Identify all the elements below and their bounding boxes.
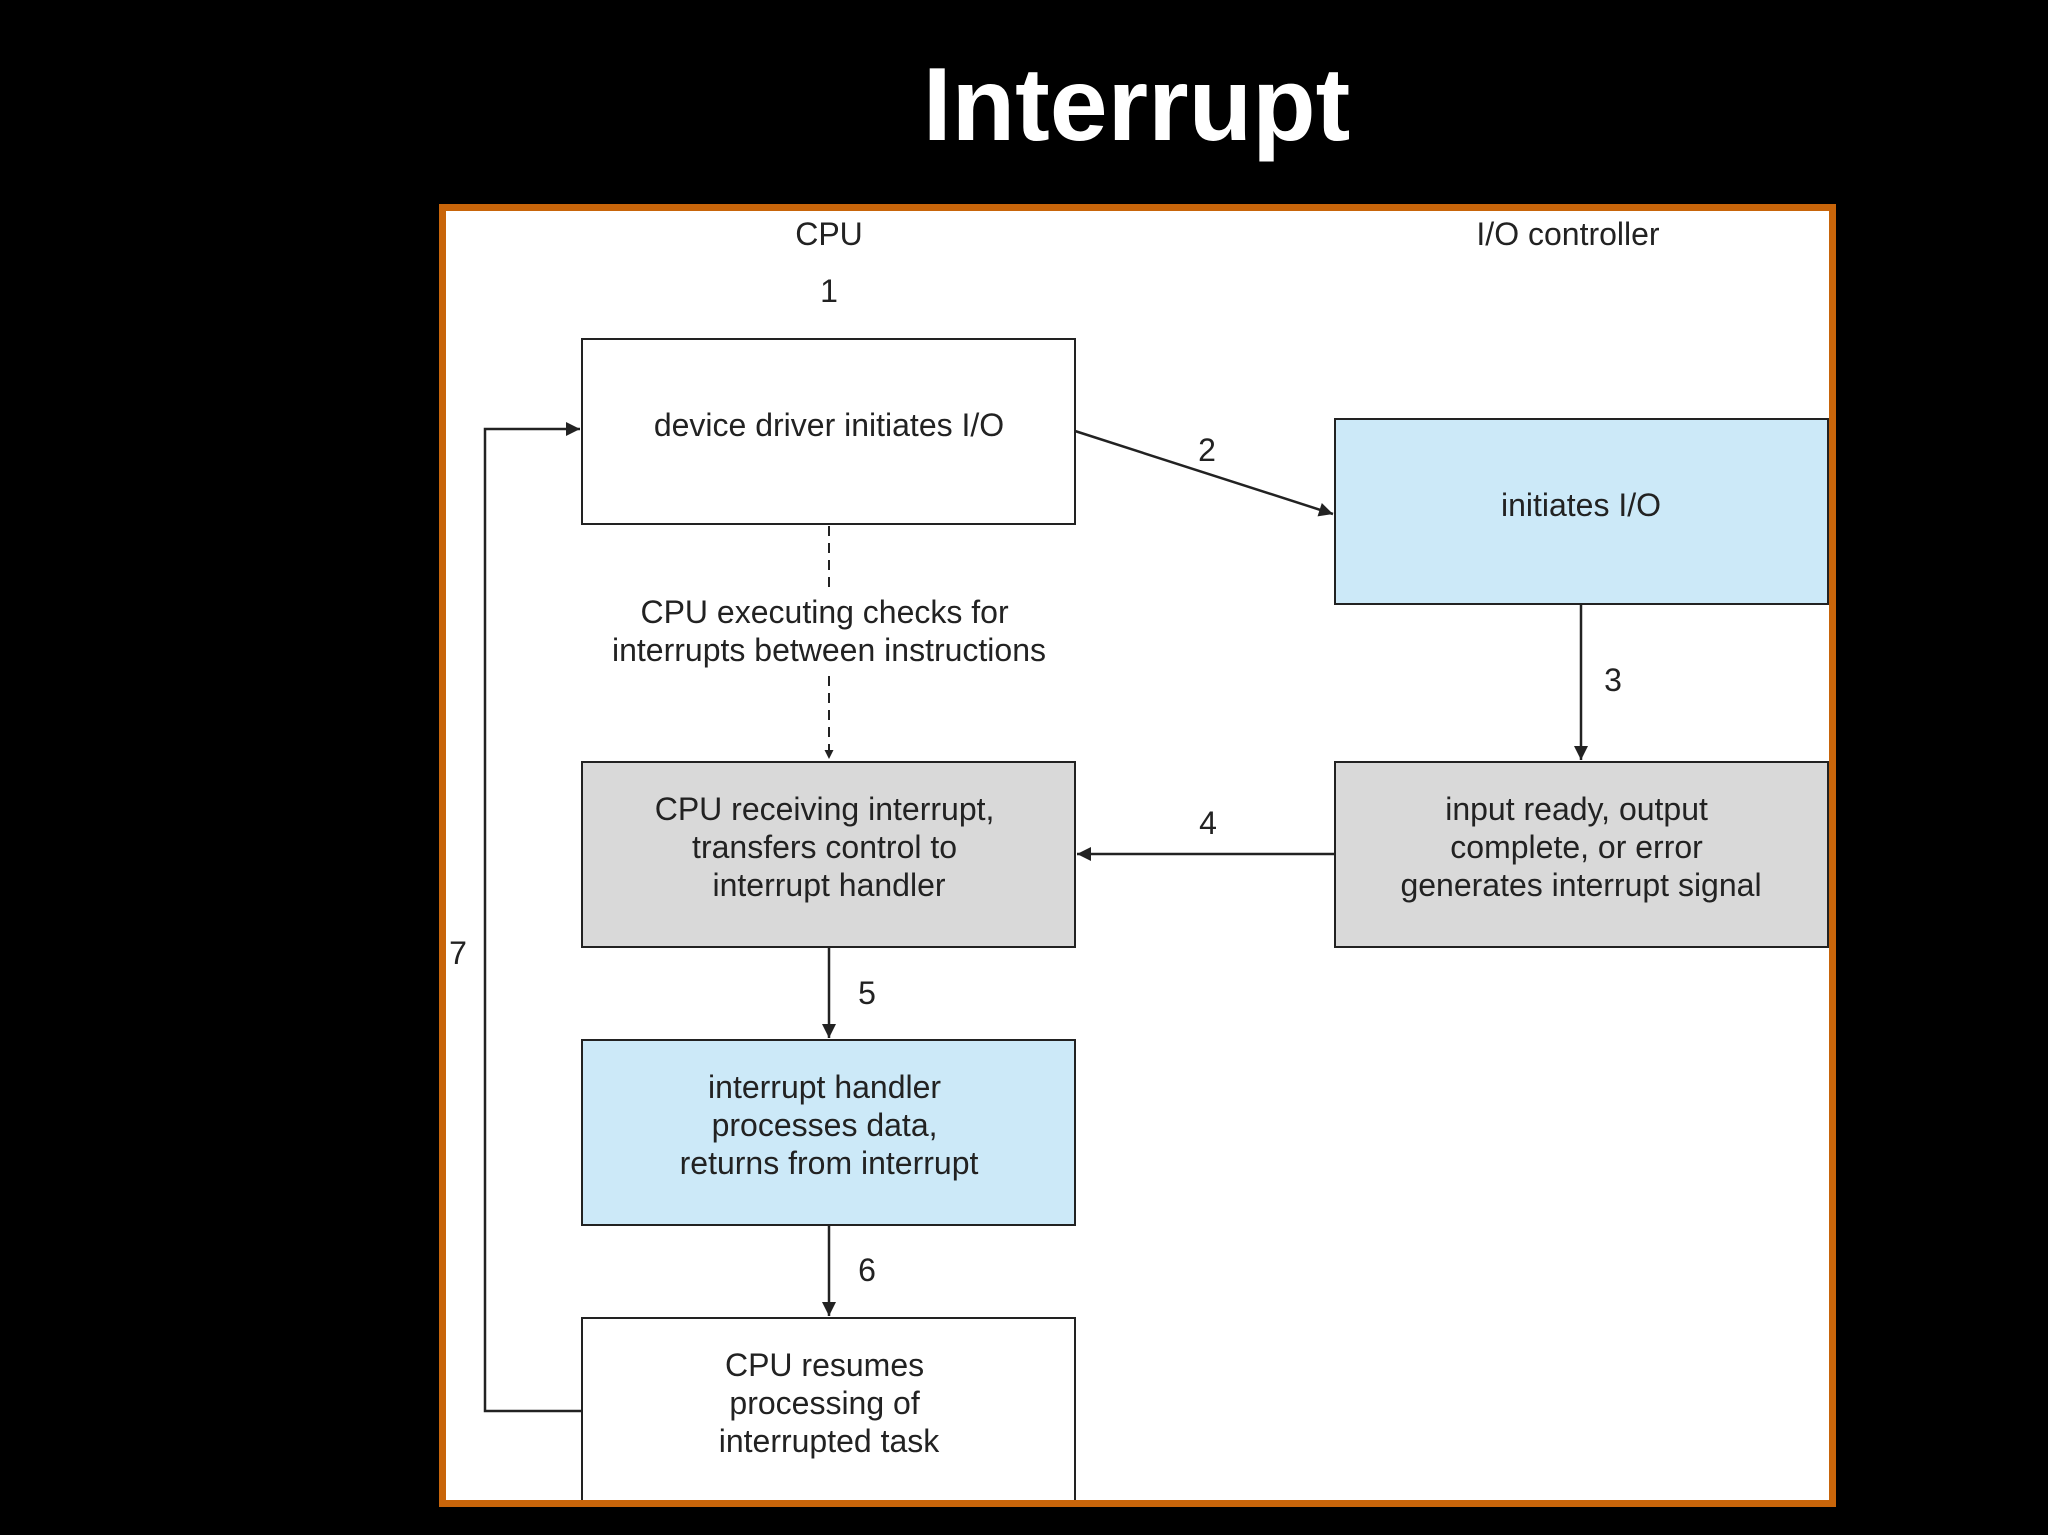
diagram-frame: CPU I/O controller 1 device driver initi… (439, 204, 1836, 1507)
cpu-executing-line-1: CPU executing checks for (640, 594, 1009, 630)
interrupt-handler-line-1: interrupt handler (708, 1069, 941, 1105)
slide-title: Interrupt (922, 47, 1351, 163)
arrow-step-7 (483, 422, 582, 1413)
step-7-label: 7 (449, 935, 467, 971)
step-5-label: 5 (858, 975, 876, 1011)
cpu-resumes-line-3: interrupted task (719, 1423, 941, 1459)
cpu-receiving-text: CPU receiving interrupt, transfers contr… (655, 791, 1004, 903)
device-driver-box (581, 338, 1076, 525)
initiates-io-line-1: initiates I/O (1501, 487, 1661, 523)
device-driver-line-1: device driver initiates I/O (654, 407, 1004, 443)
input-ready-text: input ready, output complete, or error g… (1400, 791, 1761, 903)
step-6-label: 6 (858, 1252, 876, 1288)
cpu-receiving-line-1: CPU receiving interrupt, (655, 791, 995, 827)
interrupt-handler-text: interrupt handler processes data, return… (680, 1069, 979, 1181)
io-controller-column-label: I/O controller (1476, 216, 1660, 252)
interrupt-handler-line-3: returns from interrupt (680, 1145, 979, 1181)
cpu-resumes-text: CPU resumes processing of interrupted ta… (719, 1347, 941, 1459)
step-1-label: 1 (820, 273, 838, 309)
cpu-receiving-line-3: interrupt handler (712, 867, 945, 903)
input-ready-line-3: generates interrupt signal (1400, 867, 1761, 903)
cpu-executing-note: CPU executing checks for interrupts betw… (612, 594, 1046, 668)
cpu-receiving-line-2: transfers control to (692, 829, 957, 865)
device-driver-text: device driver initiates I/O (654, 407, 1004, 443)
cpu-receiving-interrupt-box (581, 761, 1076, 948)
step-2-label: 2 (1198, 432, 1216, 468)
interrupt-handler-box (581, 1039, 1076, 1226)
initiates-io-text: initiates I/O (1501, 487, 1661, 523)
initiates-io-box (1334, 418, 1829, 605)
cpu-executing-line-2: interrupts between instructions (612, 632, 1046, 668)
step-4-label: 4 (1199, 805, 1217, 841)
interrupt-handler-line-2: processes data, (712, 1107, 938, 1143)
input-ready-line-2: complete, or error (1450, 829, 1703, 865)
cpu-resumes-box (581, 1317, 1076, 1500)
interrupt-flow-diagram: CPU I/O controller 1 device driver initi… (449, 216, 1829, 1500)
cpu-column-label: CPU (795, 216, 863, 252)
input-ready-line-1: input ready, output (1445, 791, 1708, 827)
arrow-step-2 (1074, 429, 1334, 517)
step-3-label: 3 (1604, 662, 1622, 698)
cpu-resumes-line-1: CPU resumes (725, 1347, 924, 1383)
cpu-resumes-line-2: processing of (729, 1385, 919, 1421)
input-ready-box (1334, 761, 1829, 948)
